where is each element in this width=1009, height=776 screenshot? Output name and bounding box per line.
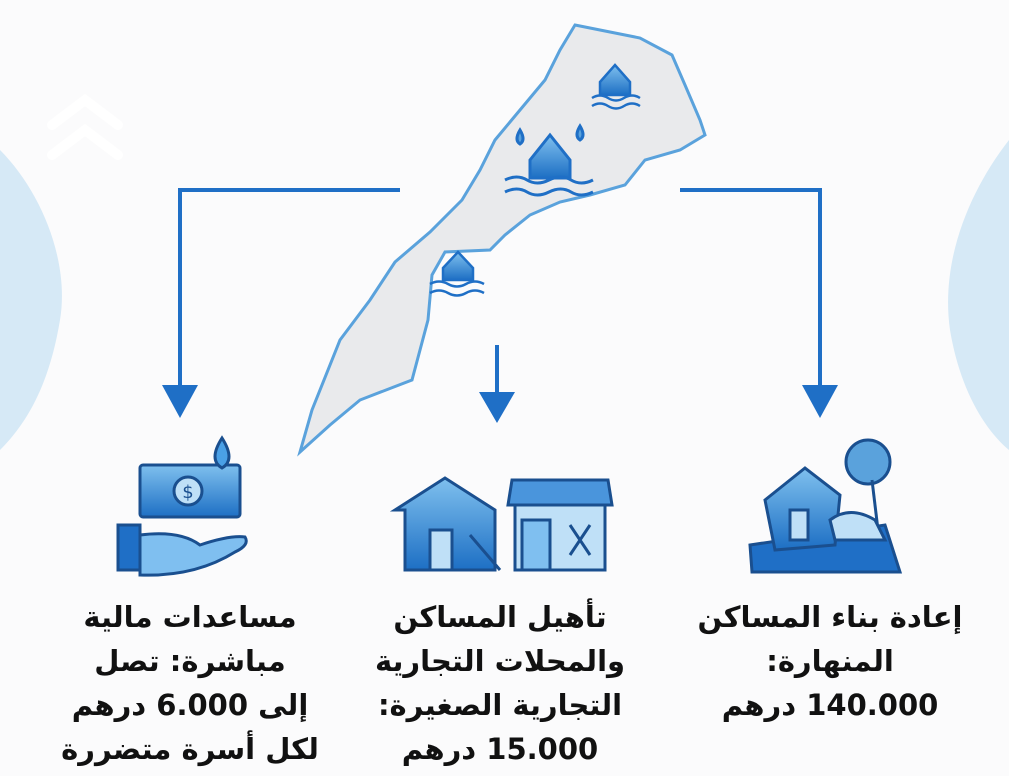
money-hand-icon: $ (116, 435, 248, 577)
item-line: 140.000 درهم (721, 688, 939, 722)
flooded-house-icon (591, 63, 641, 110)
item-financial-aid: مساعدات مالية مباشرة: تصل إلى 6.000 درهم… (40, 595, 340, 771)
item-line: المنهارة: (766, 644, 894, 678)
svg-text:$: $ (182, 482, 193, 503)
item-line: تأهيل المساكن (393, 600, 607, 634)
item-line: مباشرة: تصل (94, 644, 286, 678)
item-line: لكل أسرة متضررة (61, 732, 319, 766)
item-line: مساعدات مالية (83, 600, 297, 634)
item-line: والمحلات التجارية (374, 644, 626, 678)
arrow-center-head (479, 392, 515, 423)
item-line: التجارية الصغيرة: (377, 688, 623, 722)
flooded-house-icon (429, 250, 485, 297)
arrow-right (680, 188, 822, 390)
item-line: إعادة بناء المساكن (697, 600, 963, 634)
left-decoration (0, 150, 62, 450)
right-decoration (948, 140, 1009, 450)
arrow-left (178, 188, 400, 390)
morocco-map (297, 23, 707, 457)
arrow-right-head (802, 385, 838, 418)
house-shop-repair-icon (389, 476, 614, 572)
item-rehabilitation: تأهيل المساكن والمحلات التجارية التجارية… (350, 595, 650, 771)
arrow-left-head (162, 385, 198, 418)
item-line: 15.000 درهم (401, 732, 599, 766)
item-reconstruction: إعادة بناء المساكن المنهارة: 140.000 دره… (680, 595, 980, 727)
chevron-up-icon (47, 93, 123, 160)
item-line: إلى 6.000 درهم (71, 688, 309, 722)
collapsed-house-icon (748, 438, 903, 574)
flooded-house-icon (504, 123, 594, 197)
